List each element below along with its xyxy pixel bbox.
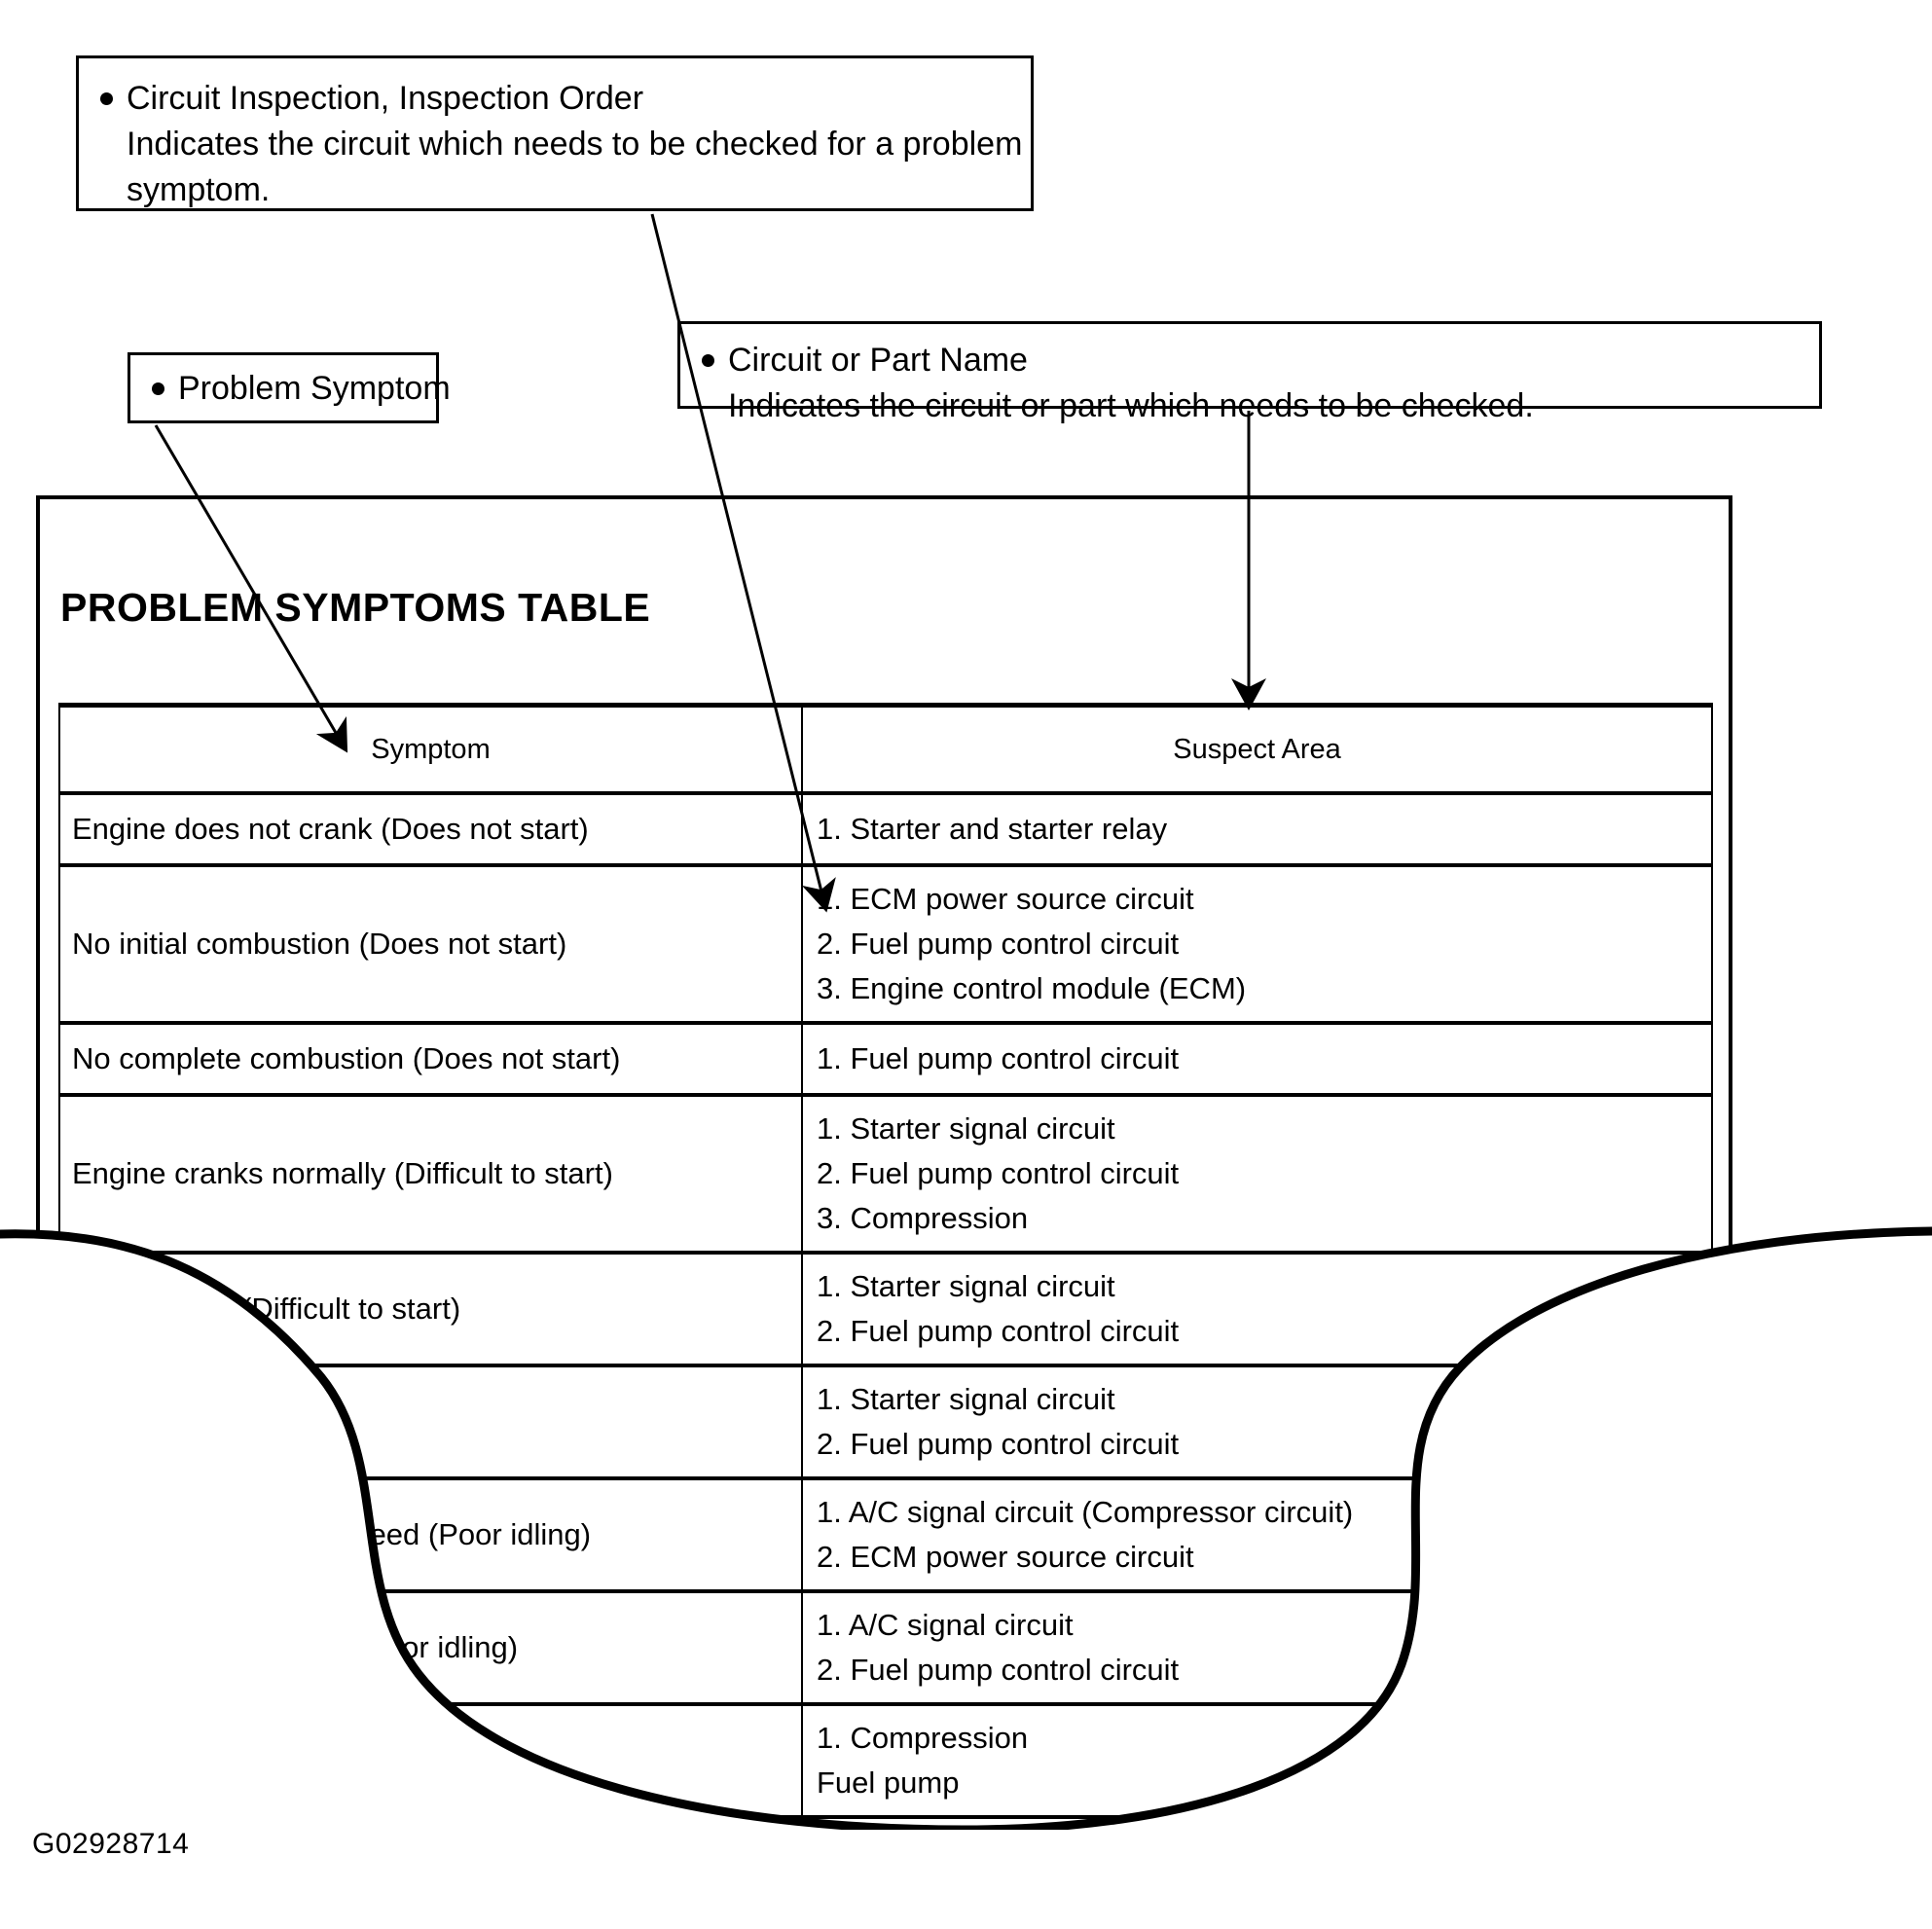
suspect-area-list: 1. Fuel pump control circuit	[817, 1037, 1711, 1081]
bullet-icon	[100, 92, 113, 105]
table-row: Engine does not crank (Does not start) 1…	[58, 793, 1713, 867]
callout-circuit-inspection: Circuit Inspection, Inspection Order Ind…	[76, 55, 1034, 211]
list-item: 1. Starter signal circuit	[817, 1382, 1115, 1416]
callout-title-row: Problem Symptom	[152, 366, 451, 412]
callout-title: Circuit Inspection, Inspection Order	[127, 80, 644, 117]
cell-symptom: No complete combustion (Does not start)	[58, 1023, 803, 1097]
cell-suspect-area: 1. Fuel pump control circuit	[801, 1023, 1713, 1097]
table-row: Engine cranks normally (Difficult to sta…	[58, 1095, 1713, 1255]
suspect-area-list: 1. Compression Fuel pump	[817, 1716, 1711, 1805]
list-item: 2. Fuel pump control circuit	[817, 1653, 1180, 1687]
list-item: 2. Fuel pump control circuit	[817, 927, 1180, 961]
bullet-icon	[152, 382, 164, 395]
suspect-area-list: 1. Starter and starter relay	[817, 807, 1711, 852]
table-row: (Poor idling) 1. A/C signal circuit 2. F…	[58, 1591, 1713, 1706]
cell-suspect-area: 1. Starter signal circuit 2. Fuel pump c…	[801, 1095, 1713, 1255]
list-item: 3. Engine control module (ECM)	[817, 971, 1247, 1005]
column-header-symptom: Symptom	[58, 703, 803, 795]
callout-title-row: Circuit or Part Name	[702, 338, 1819, 383]
column-header-suspect-area: Suspect Area	[801, 703, 1713, 795]
table-row: 1. Compression Fuel pump	[58, 1704, 1713, 1819]
list-item: 1. Fuel pump control circuit	[817, 1041, 1180, 1075]
list-item: 1. ECM power source circuit	[817, 882, 1194, 916]
callout-title: Circuit or Part Name	[728, 342, 1028, 379]
list-item: 1. Starter signal circuit	[817, 1269, 1115, 1303]
callout-desc-line: Indicates the circuit which needs to be …	[127, 126, 1023, 163]
cell-suspect-area: 1. ECM power source circuit 2. Fuel pump…	[801, 865, 1713, 1025]
callout-desc-line: Indicates the circuit or part which need…	[728, 387, 1534, 424]
cell-suspect-area: 1. A/C signal circuit (Compressor circui…	[801, 1478, 1713, 1593]
list-item: Fuel pump	[817, 1765, 960, 1800]
table-row: Hot engine 1. Starter signal circuit 2. …	[58, 1365, 1713, 1480]
suspect-area-list: 1. Starter signal circuit 2. Fuel pump c…	[817, 1107, 1711, 1241]
table-row: No initial combustion (Does not start) 1…	[58, 865, 1713, 1025]
cell-symptom: Hot engine	[58, 1365, 803, 1480]
table-row: idle speed (Poor idling) 1. A/C signal c…	[58, 1478, 1713, 1593]
callout-desc-line: symptom.	[127, 171, 271, 208]
cell-suspect-area: 1. Compression Fuel pump	[801, 1704, 1713, 1819]
suspect-area-list: 1. A/C signal circuit (Compressor circui…	[817, 1490, 1711, 1580]
suspect-area-list: 1. ECM power source circuit 2. Fuel pump…	[817, 877, 1711, 1011]
cell-symptom: Cold engine (Difficult to start)	[58, 1253, 803, 1367]
list-item: 1. Starter and starter relay	[817, 812, 1168, 846]
list-item: 3. Compression	[817, 1201, 1029, 1235]
list-item: 1. Compression	[817, 1721, 1029, 1755]
callout-title: Problem Symptom	[178, 370, 451, 407]
cell-symptom: Engine cranks normally (Difficult to sta…	[58, 1095, 803, 1255]
list-item: 1. A/C signal circuit	[817, 1608, 1074, 1642]
cell-symptom: No initial combustion (Does not start)	[58, 865, 803, 1025]
callout-title-row: Circuit Inspection, Inspection Order	[100, 76, 1031, 122]
list-item: 2. Fuel pump control circuit	[817, 1156, 1180, 1190]
cell-symptom: (Poor idling)	[58, 1591, 803, 1706]
suspect-area-list: 1. Starter signal circuit 2. Fuel pump c…	[817, 1264, 1711, 1354]
table-row: No complete combustion (Does not start) …	[58, 1023, 1713, 1097]
suspect-area-list: 1. A/C signal circuit 2. Fuel pump contr…	[817, 1603, 1711, 1692]
bullet-icon	[702, 354, 714, 367]
callout-problem-symptom: Problem Symptom	[128, 352, 451, 423]
list-item: 2. Fuel pump control circuit	[817, 1314, 1180, 1348]
callout-circuit-or-part-name: Circuit or Part Name Indicates the circu…	[677, 321, 1822, 424]
list-item: 1. Starter signal circuit	[817, 1111, 1115, 1146]
cell-suspect-area: 1. Starter signal circuit 2. Fuel pump c…	[801, 1253, 1713, 1367]
cell-symptom: idle speed (Poor idling)	[58, 1478, 803, 1593]
cell-suspect-area: 1. Starter and starter relay	[801, 793, 1713, 867]
list-item: 2. Fuel pump control circuit	[817, 1427, 1180, 1461]
cell-symptom	[58, 1704, 803, 1819]
list-item: 1. A/C signal circuit (Compressor circui…	[817, 1495, 1354, 1529]
cell-suspect-area: 1. A/C signal circuit 2. Fuel pump contr…	[801, 1591, 1713, 1706]
problem-symptoms-table: Symptom Suspect Area Engine does not cra…	[58, 703, 1713, 1819]
table-row: Cold engine (Difficult to start) 1. Star…	[58, 1253, 1713, 1367]
page-title: PROBLEM SYMPTOMS TABLE	[60, 585, 651, 630]
cell-symptom: Engine does not crank (Does not start)	[58, 793, 803, 867]
cell-suspect-area: 1. Starter signal circuit 2. Fuel pump c…	[801, 1365, 1713, 1480]
table-header-row: Symptom Suspect Area	[58, 703, 1713, 795]
suspect-area-list: 1. Starter signal circuit 2. Fuel pump c…	[817, 1377, 1711, 1467]
figure-id-label: G02928714	[32, 1828, 190, 1860]
list-item: 2. ECM power source circuit	[817, 1540, 1194, 1574]
